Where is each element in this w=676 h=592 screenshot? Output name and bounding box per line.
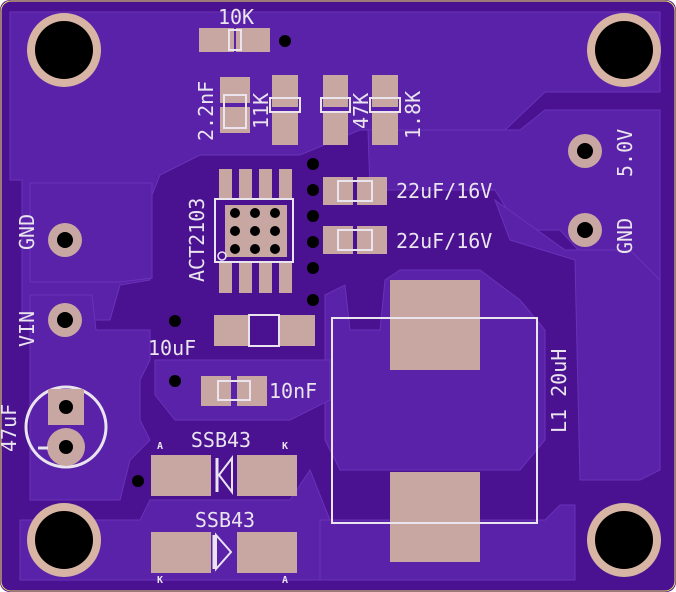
via xyxy=(279,35,291,47)
ic-act2103: ACT2103 xyxy=(185,169,294,293)
inductor-l1: L1 20uH xyxy=(331,280,571,562)
label-ssb43-b: SSB43 xyxy=(195,508,255,532)
mounting-hole-top-right xyxy=(587,13,661,87)
diode-ssb43-b: SSB43 K A xyxy=(151,508,297,586)
via xyxy=(132,475,144,487)
capacitor-22uf-b: 22uF/16V xyxy=(323,226,492,254)
label-gnd-left: GND xyxy=(15,214,39,250)
capacitor-22uf-a: 22uF/16V xyxy=(323,177,492,205)
label-11k: 11K xyxy=(249,93,273,129)
capacitor-2n2: 2.2nF xyxy=(194,77,250,141)
via xyxy=(307,184,319,196)
mounting-hole-bottom-left xyxy=(27,503,101,577)
label-l1: L1 20uH xyxy=(547,349,571,433)
label-cathode-a: K xyxy=(282,441,288,452)
resistor-1k8: 1.8K xyxy=(369,75,425,145)
resistor-10k: 10K xyxy=(199,5,270,52)
vias xyxy=(132,35,319,487)
via xyxy=(307,294,319,306)
label-cathode-b: K xyxy=(157,575,163,586)
capacitor-10uf: 10uF xyxy=(148,314,315,360)
diode-ssb43-a: SSB43 A K xyxy=(151,428,297,496)
label-act2103: ACT2103 xyxy=(185,198,209,282)
label-vin: VIN xyxy=(15,311,39,347)
via xyxy=(169,315,181,327)
label-10nf: 10nF xyxy=(269,379,317,403)
label-ssb43-a: SSB43 xyxy=(191,428,251,452)
pad-vin: VIN xyxy=(15,303,82,347)
pad-gnd-left: GND xyxy=(15,214,82,257)
label-2n2: 2.2nF xyxy=(194,81,218,141)
label-10uf: 10uF xyxy=(148,336,196,360)
pad-5v: 5.0V xyxy=(568,129,637,177)
label-anode-b: A xyxy=(282,575,288,586)
label-anode-a: A xyxy=(157,441,163,452)
capacitor-47uf: 47uF xyxy=(0,385,108,469)
via xyxy=(169,375,181,387)
via xyxy=(307,262,319,274)
label-47uf: 47uF xyxy=(0,404,21,452)
label-22uf-a: 22uF/16V xyxy=(396,179,492,203)
resistor-47k: 47K xyxy=(320,75,373,145)
label-5v: 5.0V xyxy=(613,129,637,177)
label-22uf-b: 22uF/16V xyxy=(396,229,492,253)
via xyxy=(307,210,319,222)
mounting-hole-bottom-right xyxy=(587,503,661,577)
mounting-hole-top-left xyxy=(27,13,101,87)
pad-gnd-right: GND xyxy=(568,213,637,254)
label-gnd-right: GND xyxy=(613,218,637,254)
via xyxy=(307,158,319,170)
label-10k: 10K xyxy=(218,5,254,29)
via xyxy=(307,236,319,248)
resistor-11k: 11K xyxy=(249,75,301,145)
label-1k8: 1.8K xyxy=(401,91,425,139)
capacitor-10nf: 10nF xyxy=(201,376,317,406)
